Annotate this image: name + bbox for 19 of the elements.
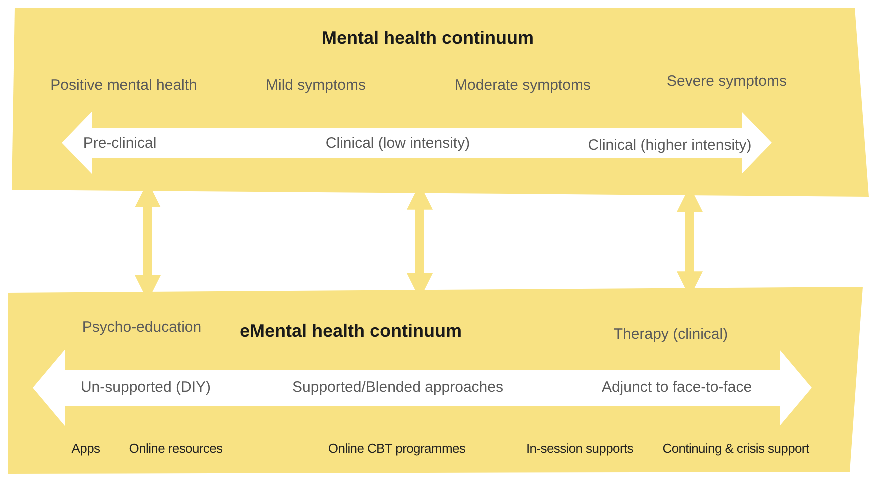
- band-title: Mental health continuum: [322, 29, 534, 47]
- example-label: Continuing & crisis support: [662, 440, 810, 458]
- example-label: In-session supports: [526, 440, 634, 458]
- band-title: eMental health continuum: [240, 322, 462, 340]
- arrow-label: Clinical (higher intensity): [588, 137, 752, 155]
- arrow-label: Pre-clinical: [83, 135, 157, 153]
- arrow-label: Un-supported (DIY): [80, 379, 212, 397]
- example-label: Online CBT programmes: [328, 440, 466, 458]
- stage-label: Moderate symptoms: [455, 77, 591, 95]
- stage-label: Mild symptoms: [266, 77, 366, 95]
- stage-label: Positive mental health: [50, 77, 198, 95]
- category-label: Therapy (clinical): [614, 326, 728, 344]
- arrow-label: Clinical (low intensity): [326, 135, 470, 153]
- stage-label: Severe symptoms: [666, 73, 788, 91]
- arrow-label: Supported/Blended approaches: [292, 379, 504, 397]
- category-label: Psycho-education: [82, 319, 202, 337]
- example-label: Online resources: [129, 440, 223, 458]
- arrow-label: Adjunct to face-to-face: [602, 379, 752, 397]
- example-label: Apps: [72, 440, 100, 458]
